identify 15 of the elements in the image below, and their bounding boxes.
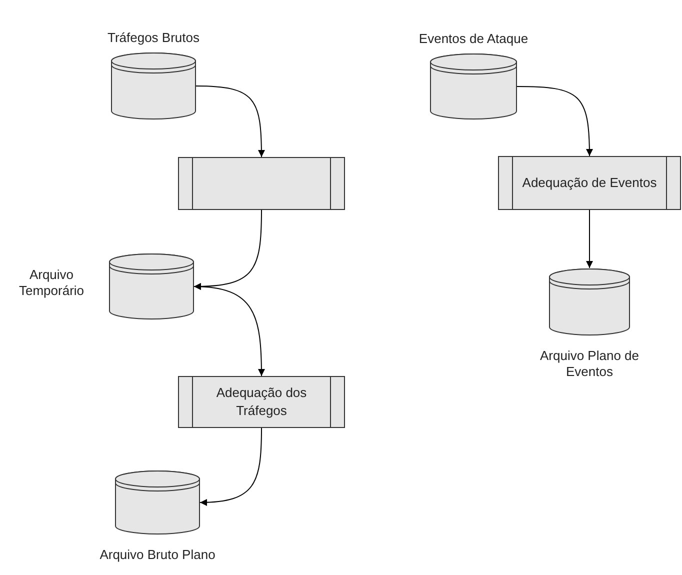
process-label: Adequação dos Tráfegos [215, 384, 308, 420]
datastore-label: Eventos de Ataque [418, 31, 528, 47]
process-box [178, 157, 345, 210]
arrow [516, 86, 593, 156]
process-label: Adequação de Eventos [521, 174, 658, 192]
datastore-label: Arquivo Temporário [18, 267, 86, 299]
arrow [200, 428, 262, 506]
process-box [498, 156, 681, 210]
datastore-label: Arquivo Bruto Plano [98, 547, 216, 563]
arrow [196, 86, 265, 158]
datastore-label: Arquivo Plano de Eventos [538, 348, 640, 380]
datastore-label: Tráfegos Brutos [106, 30, 200, 46]
arrow [194, 283, 265, 376]
arrow [586, 210, 593, 268]
process-box [178, 376, 345, 428]
